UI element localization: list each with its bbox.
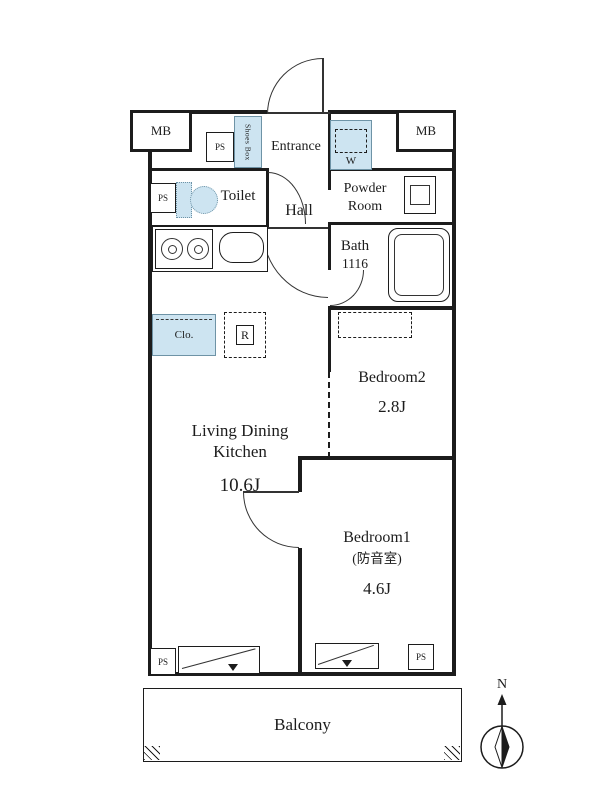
hall-label: Hall xyxy=(285,202,313,219)
entrance-label: Entrance xyxy=(271,139,321,154)
washer-label: W xyxy=(345,155,357,167)
shoes-box-label: Shoes Box xyxy=(243,123,253,161)
window-marker xyxy=(342,660,352,667)
stove-burner xyxy=(187,238,209,260)
sliding-door-bedroom2 xyxy=(328,372,330,458)
wall xyxy=(330,168,456,171)
wall xyxy=(328,110,331,168)
bath-size-label: 1116 xyxy=(342,256,368,271)
window-symbol xyxy=(178,646,260,674)
kitchen-sink xyxy=(219,232,264,263)
meter-box-label: MB xyxy=(150,122,172,138)
ldk-size: 10.6J xyxy=(219,475,261,496)
balcony: Balcony xyxy=(143,688,462,762)
pipe-space-bottom-left: PS xyxy=(150,648,176,675)
powder-room-label: Powder Room xyxy=(343,181,387,214)
vanity-unit xyxy=(404,176,436,214)
hall-door-arc xyxy=(262,228,328,298)
closet: Clo. xyxy=(152,314,216,356)
vanity-sink xyxy=(410,185,430,205)
bedroom1-door-arc xyxy=(243,492,299,548)
shoes-box: Shoes Box xyxy=(234,116,262,168)
toilet-bowl xyxy=(190,186,218,214)
bedroom1-size: 4.6J xyxy=(363,579,391,598)
bathtub xyxy=(388,228,450,302)
balcony-label: Balcony xyxy=(274,715,331,735)
bedroom2-size: 2.8J xyxy=(378,397,406,416)
wall xyxy=(298,548,302,672)
bedroom1-name: Bedroom1 xyxy=(343,529,411,546)
balcony-hatch xyxy=(444,746,460,760)
wall xyxy=(328,306,456,310)
wall xyxy=(298,456,456,460)
bath-door-arc xyxy=(330,270,364,306)
washing-machine: W xyxy=(330,120,372,170)
closet-rod xyxy=(156,319,212,320)
window-marker xyxy=(228,664,238,671)
compass-north-label: N xyxy=(496,677,508,692)
meter-box-label: MB xyxy=(415,123,437,138)
wall xyxy=(328,222,331,270)
refrigerator-label: R xyxy=(240,327,249,342)
bedroom2-closet xyxy=(338,312,412,338)
stove-burner xyxy=(161,238,183,260)
wall xyxy=(330,222,456,225)
entrance-sill xyxy=(267,112,330,114)
wall xyxy=(452,110,456,676)
wall xyxy=(148,168,269,171)
bath-label: Bath xyxy=(340,238,370,254)
wall xyxy=(330,110,456,114)
balcony-hatch xyxy=(144,746,160,760)
pipe-space-top: PS xyxy=(206,132,234,162)
pipe-space-label: PS xyxy=(214,142,225,152)
toilet-label: Toilet xyxy=(220,188,256,204)
hall-door-leaf xyxy=(262,227,328,229)
refrigerator-label-box: R xyxy=(236,325,254,345)
entrance-door-arc xyxy=(267,58,323,114)
bedroom1-door-leaf xyxy=(243,491,299,493)
closet-label: Clo. xyxy=(174,329,194,341)
compass-icon xyxy=(480,694,524,769)
wall xyxy=(130,110,267,114)
ldk-name: Living Dining Kitchen xyxy=(191,421,289,462)
bathtub-inner xyxy=(394,234,444,296)
meter-box-right: MB xyxy=(396,110,456,152)
washer-drum xyxy=(335,129,367,153)
wall xyxy=(328,310,331,372)
bedroom1-note: (防音室) xyxy=(352,551,402,566)
refrigerator-space: R xyxy=(224,312,266,358)
pipe-space-label: PS xyxy=(157,656,168,667)
pipe-space-label: PS xyxy=(157,193,168,203)
pipe-space-left: PS xyxy=(150,183,176,213)
bedroom2-name: Bedroom2 xyxy=(358,369,426,386)
pipe-space-label: PS xyxy=(415,652,426,662)
meter-box-left: MB xyxy=(130,110,192,152)
wall xyxy=(328,168,331,190)
pipe-space-bottom-right: PS xyxy=(408,644,434,670)
wall xyxy=(148,672,456,676)
wall xyxy=(298,456,302,492)
entrance-door-leaf xyxy=(322,58,324,114)
wall xyxy=(148,110,152,676)
